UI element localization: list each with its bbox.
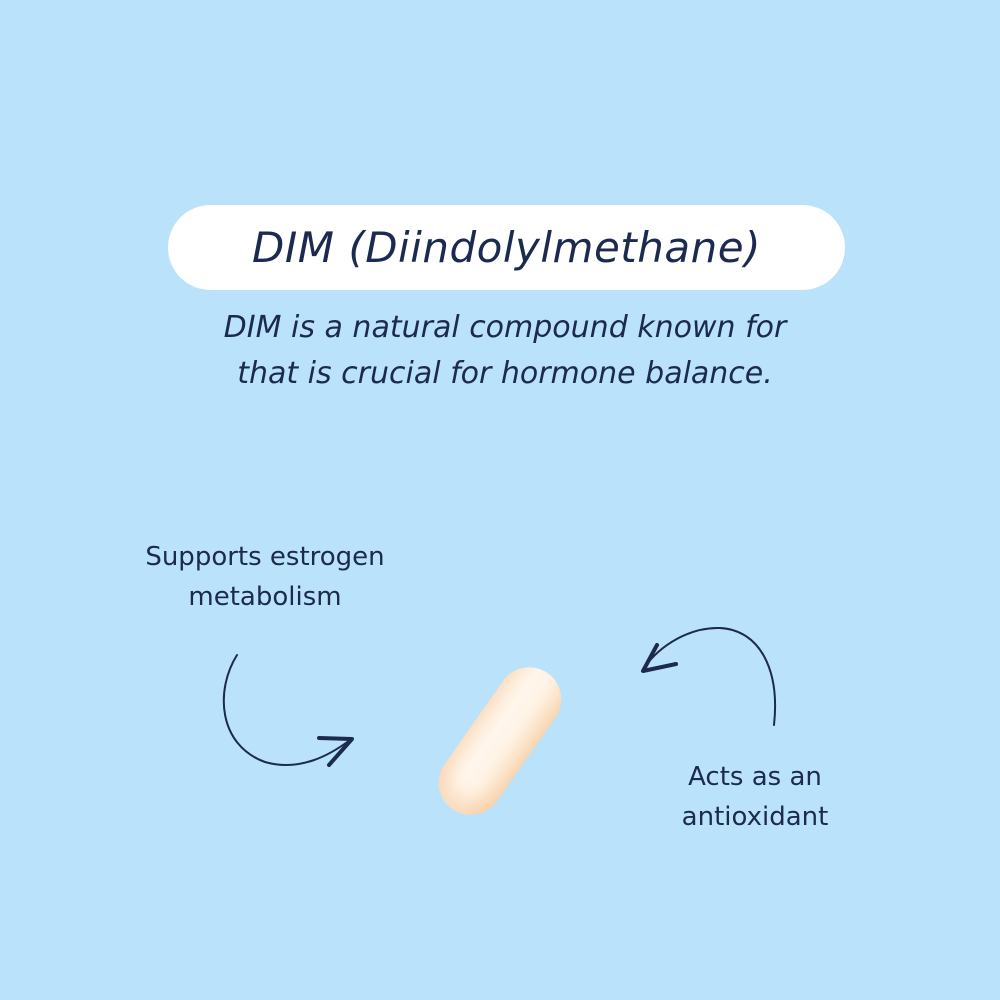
curved-arrow-left-icon — [222, 654, 354, 767]
benefit-line: antioxidant — [681, 802, 829, 832]
title-pill: DIM (Diindolylmethane) — [168, 205, 845, 290]
curved-arrow-right-icon — [641, 626, 776, 726]
benefit-line: Supports estrogen — [145, 542, 385, 572]
benefit-antioxidant: Acts as an antioxidant — [640, 757, 870, 837]
page-title: DIM (Diindolylmethane) — [252, 223, 761, 272]
subtitle-line-2: that is crucial for hormone balance. — [237, 356, 773, 391]
benefit-line: Acts as an — [688, 762, 822, 792]
benefit-line: metabolism — [188, 582, 342, 612]
subtitle: DIM is a natural compound known for that… — [100, 305, 910, 397]
subtitle-line-1: DIM is a natural compound known for — [223, 310, 787, 345]
benefit-estrogen: Supports estrogen metabolism — [110, 537, 420, 617]
